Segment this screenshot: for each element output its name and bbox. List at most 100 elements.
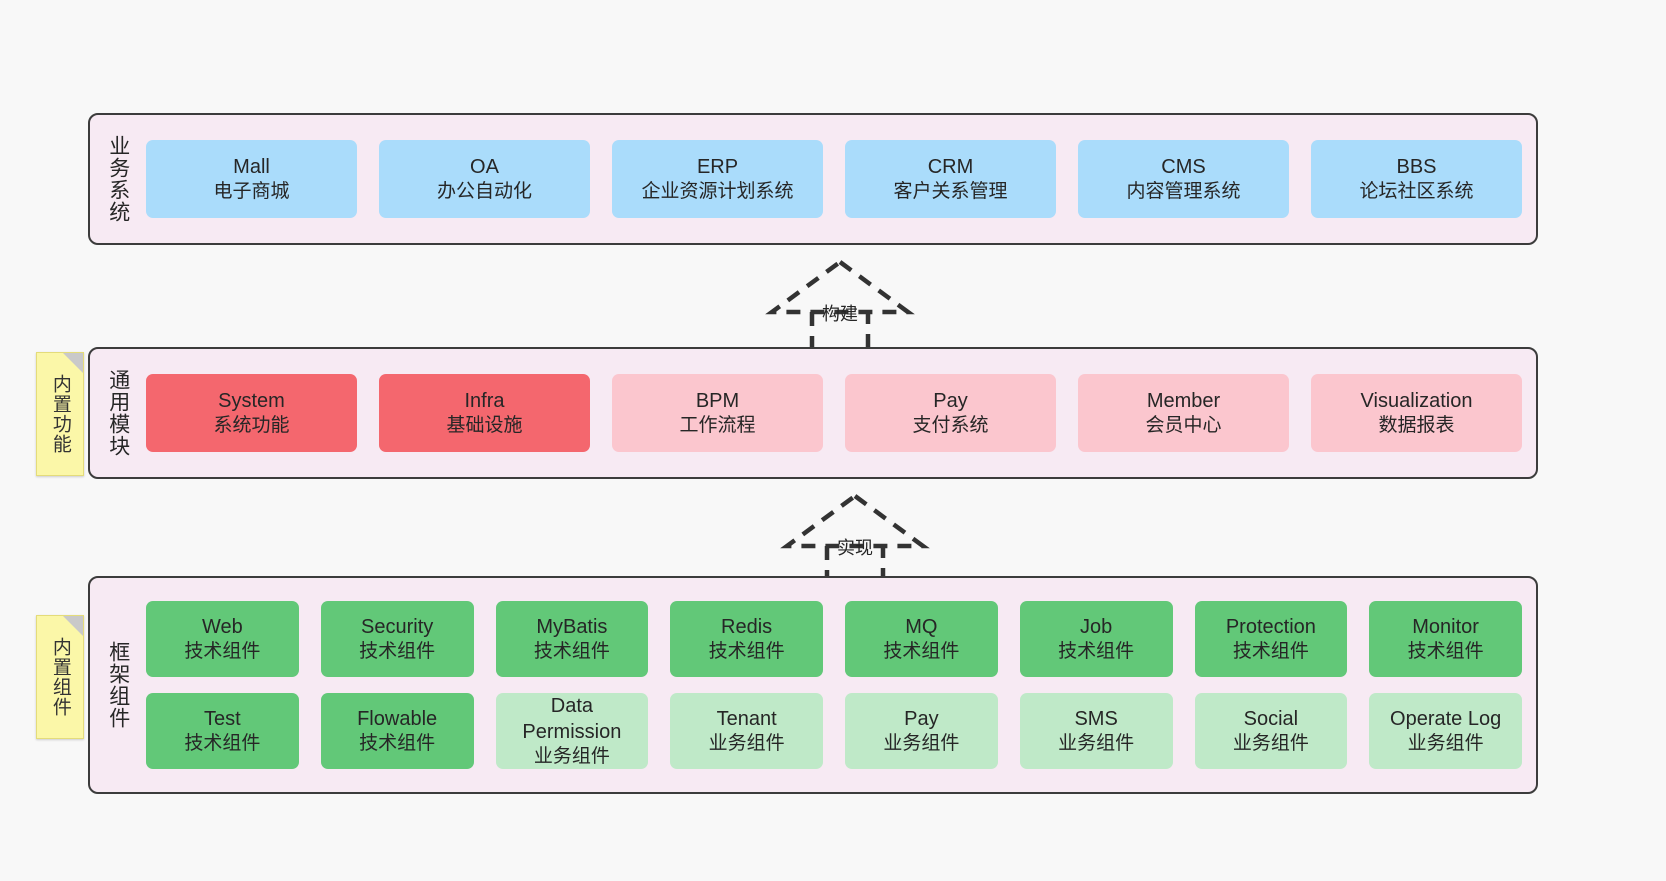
card-subtitle: 工作流程 <box>679 414 756 436</box>
card-title: BBS <box>1396 155 1437 178</box>
card-row: Test 技术组件 Flowable 技术组件 Data Permission … <box>146 693 1522 769</box>
layer-title-business-system: 业务系统 <box>106 135 130 223</box>
layer-title-common-module: 通用模块 <box>106 369 130 457</box>
card-title: Test <box>204 707 241 730</box>
card-member[interactable]: Member 会员中心 <box>1078 374 1289 452</box>
card-system[interactable]: System 系统功能 <box>146 374 357 452</box>
card-title: Security <box>361 615 434 638</box>
layer-body-business-system: Mall 电子商城 OA 办公自动化 ERP 企业资源计划系统 CRM 客户关系… <box>146 115 1536 243</box>
card-subtitle: 业务组件 <box>883 732 960 754</box>
card-job[interactable]: Job 技术组件 <box>1019 601 1173 677</box>
card-test[interactable]: Test 技术组件 <box>146 693 299 769</box>
card-operate-log[interactable]: Operate Log 业务组件 <box>1369 693 1522 769</box>
card-subtitle: 内容管理系统 <box>1126 180 1241 202</box>
card-title: Pay <box>904 707 939 730</box>
card-subtitle: 业务组件 <box>1232 732 1309 754</box>
card-protection[interactable]: Protection 技术组件 <box>1194 601 1348 677</box>
card-web[interactable]: Web 技术组件 <box>146 601 299 677</box>
card-title: SMS <box>1074 707 1118 730</box>
card-subtitle: 技术组件 <box>708 640 785 662</box>
dashed-hollow-triangle-arrow-icon <box>780 493 930 586</box>
arrow-label-build: 构建 <box>822 304 858 324</box>
card-title: Operate Log <box>1390 707 1502 730</box>
layer-body-common-module: System 系统功能 Infra 基础设施 BPM 工作流程 Pay 支付系统… <box>146 349 1536 477</box>
sticky-fold-corner-icon <box>63 616 83 636</box>
card-title: Protection <box>1225 615 1316 638</box>
layer-framework-component: 框架组件 Web 技术组件 Security 技术组件 MyBatis 技术组件… <box>88 576 1538 794</box>
card-title: Mall <box>233 155 270 178</box>
card-bbs[interactable]: BBS 论坛社区系统 <box>1311 140 1522 218</box>
card-mall[interactable]: Mall 电子商城 <box>146 140 357 218</box>
card-subtitle: 技术组件 <box>184 640 261 662</box>
arrow-realize: 实现 <box>775 490 935 586</box>
sticky-fold-corner-icon <box>63 353 83 373</box>
card-bpm[interactable]: BPM 工作流程 <box>612 374 823 452</box>
layer-common-module: 通用模块 System 系统功能 Infra 基础设施 BPM 工作流程 Pay… <box>88 347 1538 479</box>
card-subtitle: 技术组件 <box>1407 640 1484 662</box>
card-subtitle: 数据报表 <box>1378 414 1455 436</box>
layer-body-framework-component: Web 技术组件 Security 技术组件 MyBatis 技术组件 Redi… <box>146 578 1536 792</box>
card-title: MQ <box>905 615 938 638</box>
card-erp[interactable]: ERP 企业资源计划系统 <box>612 140 823 218</box>
card-subtitle: 论坛社区系统 <box>1359 180 1474 202</box>
card-subtitle: 业务组件 <box>1058 732 1135 754</box>
card-subtitle: 企业资源计划系统 <box>641 180 794 202</box>
card-sms[interactable]: SMS 业务组件 <box>1019 693 1173 769</box>
card-subtitle: 办公自动化 <box>436 180 532 202</box>
card-pay-business[interactable]: Pay 业务组件 <box>845 693 998 769</box>
card-infra[interactable]: Infra 基础设施 <box>379 374 590 452</box>
card-title: ERP <box>696 155 739 178</box>
card-subtitle: 会员中心 <box>1145 414 1222 436</box>
card-subtitle: 技术组件 <box>184 732 261 754</box>
card-title: Visualization <box>1360 389 1473 412</box>
card-cms[interactable]: CMS 内容管理系统 <box>1078 140 1289 218</box>
card-security[interactable]: Security 技术组件 <box>320 601 474 677</box>
card-title: Tenant <box>716 707 777 730</box>
card-data-permission[interactable]: Data Permission 业务组件 <box>495 693 649 769</box>
card-subtitle: 电子商城 <box>213 180 290 202</box>
card-mq[interactable]: MQ 技术组件 <box>845 601 998 677</box>
layer-business-system: 业务系统 Mall 电子商城 OA 办公自动化 ERP 企业资源计划系统 CRM… <box>88 113 1538 245</box>
card-subtitle: 技术组件 <box>883 640 960 662</box>
card-monitor[interactable]: Monitor 技术组件 <box>1369 601 1522 677</box>
card-subtitle: 技术组件 <box>1232 640 1309 662</box>
card-redis[interactable]: Redis 技术组件 <box>670 601 823 677</box>
layer-title-framework-component: 框架组件 <box>106 641 130 729</box>
card-social[interactable]: Social 业务组件 <box>1194 693 1348 769</box>
card-title: Redis <box>721 615 773 638</box>
card-subtitle: 技术组件 <box>359 732 436 754</box>
card-oa[interactable]: OA 办公自动化 <box>379 140 590 218</box>
sticky-note-builtin-features: 内置功能 <box>36 352 84 476</box>
arrow-build: 构建 <box>760 256 920 352</box>
card-subtitle: 基础设施 <box>446 414 523 436</box>
card-tenant[interactable]: Tenant 业务组件 <box>670 693 823 769</box>
card-subtitle: 业务组件 <box>533 745 610 767</box>
card-subtitle: 系统功能 <box>213 414 290 436</box>
card-subtitle: 技术组件 <box>533 640 610 662</box>
card-subtitle: 技术组件 <box>359 640 436 662</box>
card-title: Job <box>1080 615 1113 638</box>
sticky-note-label: 内置组件 <box>49 637 71 717</box>
card-subtitle: 支付系统 <box>912 414 989 436</box>
card-subtitle: 客户关系管理 <box>893 180 1008 202</box>
card-flowable[interactable]: Flowable 技术组件 <box>320 693 474 769</box>
card-title: Infra <box>464 389 505 412</box>
card-title: OA <box>470 155 499 178</box>
card-visualization[interactable]: Visualization 数据报表 <box>1311 374 1522 452</box>
card-subtitle: 技术组件 <box>1058 640 1135 662</box>
card-title: Web <box>201 615 243 638</box>
sticky-note-label: 内置功能 <box>49 374 71 454</box>
card-crm[interactable]: CRM 客户关系管理 <box>845 140 1056 218</box>
card-row: Web 技术组件 Security 技术组件 MyBatis 技术组件 Redi… <box>146 601 1522 677</box>
dashed-hollow-triangle-arrow-icon <box>765 259 915 352</box>
card-title: BPM <box>695 389 740 412</box>
card-pay[interactable]: Pay 支付系统 <box>845 374 1056 452</box>
card-mybatis[interactable]: MyBatis 技术组件 <box>495 601 649 677</box>
card-subtitle: 业务组件 <box>708 732 785 754</box>
card-row: Mall 电子商城 OA 办公自动化 ERP 企业资源计划系统 CRM 客户关系… <box>146 140 1522 218</box>
card-row: System 系统功能 Infra 基础设施 BPM 工作流程 Pay 支付系统… <box>146 374 1522 452</box>
card-title: CRM <box>927 155 974 178</box>
card-title: Social <box>1243 707 1299 730</box>
card-title: Flowable <box>357 707 438 730</box>
